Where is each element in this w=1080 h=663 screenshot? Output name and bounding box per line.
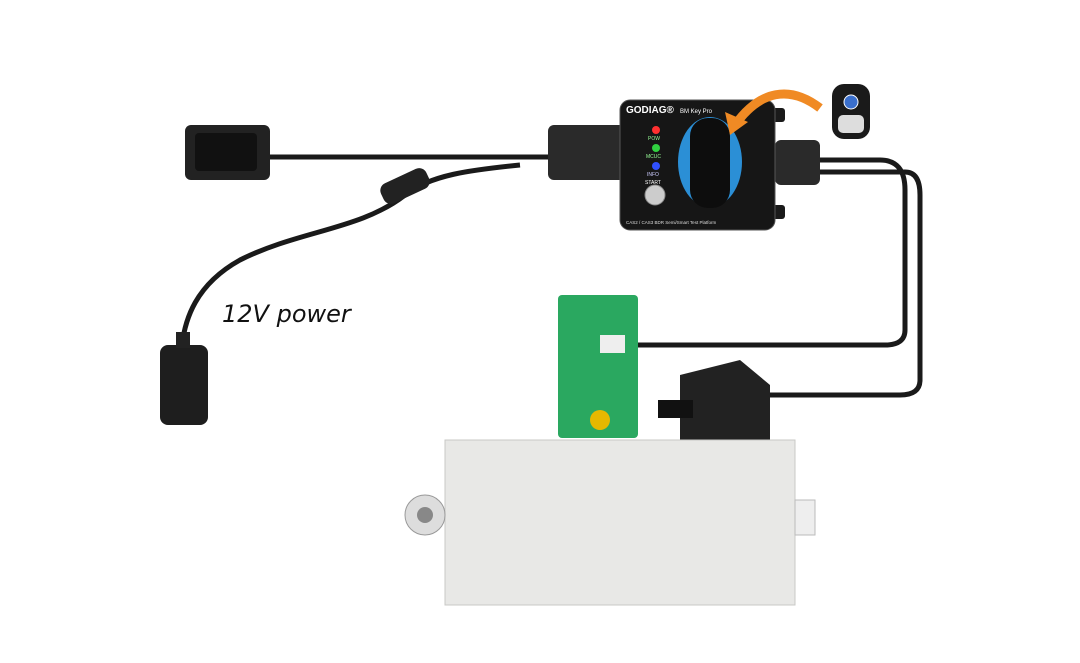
footer-text: CAS2 / CAS3 BDR Semi/Smart Test Platform (626, 220, 716, 225)
godiag-device: GODIAG® BM Key Pro POW MCUC INFO START C… (548, 89, 823, 231)
board-cable (625, 157, 908, 348)
start-label: START (645, 180, 661, 186)
cas-module (404, 439, 816, 606)
power-adapter (160, 332, 208, 425)
led-label-mcuc: MCUC (646, 154, 661, 160)
start-button (644, 184, 666, 206)
power-cable (179, 162, 521, 346)
led-mcuc (652, 144, 660, 152)
power-label: 12V power (222, 300, 353, 328)
led-info (652, 162, 660, 170)
dial-knob (690, 118, 730, 208)
socket-cable (770, 169, 923, 398)
model-text: BM Key Pro (680, 109, 713, 115)
barrel-connector (380, 168, 430, 204)
test-board (558, 295, 638, 438)
led-label-pow: POW (648, 136, 660, 142)
obd-connector (185, 125, 270, 180)
brand-text: GODIAG® (626, 105, 675, 116)
cables (179, 154, 923, 398)
led-pow (652, 126, 660, 134)
led-label-info: INFO (647, 172, 659, 178)
rotate-arrow-icon (731, 89, 823, 128)
bmw-key-fob (832, 84, 870, 139)
cas-socket (658, 360, 770, 440)
